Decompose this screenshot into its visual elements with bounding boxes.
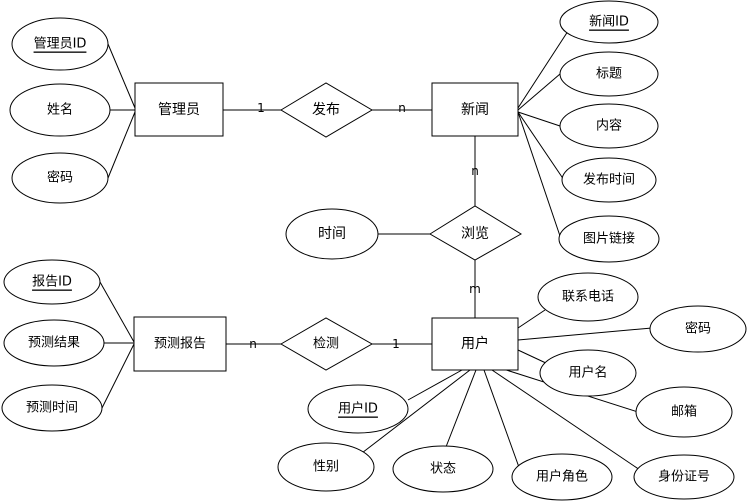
entity-user-label: 用户: [461, 335, 489, 352]
line-news-image-link: [517, 111, 561, 237]
relationship-browse-label: 浏览: [461, 226, 489, 242]
attribute-user-password[interactable]: 密码: [649, 305, 747, 353]
attribute-user-role-label: 用户角色: [536, 469, 588, 485]
cardinality-browse-news: n: [471, 164, 479, 178]
attribute-user-id[interactable]: 用户ID: [307, 384, 409, 434]
attribute-admin-id-label: 管理员ID: [34, 37, 87, 52]
attribute-user-password-label: 密码: [685, 321, 711, 337]
attribute-user-id-card[interactable]: 身份证号: [633, 454, 735, 500]
line-report-time: [101, 343, 135, 409]
attribute-user-phone[interactable]: 联系电话: [537, 272, 639, 322]
line-user-status: [443, 369, 477, 453]
attribute-news-image-link[interactable]: 图片链接: [558, 215, 660, 263]
relationship-publish[interactable]: 发布: [280, 82, 373, 138]
entity-report-label: 预测报告: [154, 337, 206, 352]
attribute-user-role[interactable]: 用户角色: [511, 453, 613, 501]
attribute-news-publish-time[interactable]: 发布时间: [561, 157, 657, 203]
attribute-news-content[interactable]: 内容: [559, 103, 659, 149]
cardinality-publish-news: n: [398, 101, 406, 115]
line-user-role: [483, 369, 521, 471]
attribute-news-content-label: 内容: [596, 118, 622, 134]
attribute-report-id-label: 报告ID: [32, 275, 72, 290]
relationship-detect[interactable]: 检测: [280, 317, 374, 371]
relationship-browse[interactable]: 浏览: [429, 205, 522, 261]
line-report-id: [99, 281, 135, 343]
attribute-admin-password[interactable]: 密码: [11, 152, 109, 204]
attribute-admin-name[interactable]: 姓名: [9, 83, 111, 137]
attribute-admin-name-label: 姓名: [47, 102, 73, 118]
line-user-gender: [357, 369, 471, 457]
cardinality-publish-admin: 1: [257, 101, 265, 115]
relationship-detect-label: 检测: [313, 337, 339, 352]
attribute-news-id-label: 新闻ID: [589, 14, 629, 30]
attribute-user-name-label: 用户名: [568, 365, 607, 381]
line-news-id: [517, 27, 571, 109]
attribute-report-id[interactable]: 报告ID: [3, 259, 101, 305]
line-news-title: [517, 73, 561, 111]
line-admin-password: [107, 111, 136, 179]
line-user-id-card: [491, 369, 641, 471]
attribute-user-email-label: 邮箱: [671, 404, 697, 420]
line-news-content: [517, 111, 561, 127]
attribute-user-gender-label: 性别: [313, 460, 339, 475]
attribute-admin-password-label: 密码: [47, 170, 73, 186]
attribute-user-gender[interactable]: 性别: [277, 442, 375, 492]
attribute-user-id-card-label: 身份证号: [658, 469, 710, 485]
attribute-browse-time[interactable]: 时间: [285, 208, 379, 260]
line-user-password: [517, 327, 653, 341]
attribute-report-result[interactable]: 预测结果: [3, 319, 105, 367]
attribute-report-time-label: 预测时间: [26, 401, 78, 416]
entity-news-label: 新闻: [461, 102, 489, 118]
line-user-id: [407, 369, 463, 401]
line-user-phone: [517, 309, 546, 329]
line-news-publish-time: [517, 111, 565, 181]
attribute-news-id[interactable]: 新闻ID: [559, 0, 659, 44]
cardinality-detect-user: 1: [392, 337, 400, 351]
attribute-user-id-label: 用户ID: [338, 401, 378, 417]
attribute-browse-time-label: 时间: [318, 226, 346, 242]
entity-admin-label: 管理员: [158, 102, 200, 118]
cardinality-browse-user: m: [469, 282, 481, 296]
attribute-news-title[interactable]: 标题: [559, 51, 659, 97]
entity-admin[interactable]: 管理员: [134, 82, 224, 137]
attribute-news-publish-time-label: 发布时间: [583, 172, 635, 188]
attribute-report-time[interactable]: 预测时间: [1, 384, 103, 432]
entity-report[interactable]: 预测报告: [133, 316, 227, 372]
relationship-publish-label: 发布: [312, 102, 340, 118]
line-admin-id: [107, 43, 136, 109]
attribute-user-status-label: 状态: [430, 462, 456, 477]
attribute-news-image-link-label: 图片链接: [583, 231, 635, 247]
connector-lines: [99, 27, 653, 471]
attribute-admin-id[interactable]: 管理员ID: [11, 17, 109, 71]
entity-news[interactable]: 新闻: [431, 82, 519, 137]
attribute-user-phone-label: 联系电话: [562, 290, 614, 305]
attribute-user-name[interactable]: 用户名: [539, 349, 637, 397]
attribute-news-title-label: 标题: [596, 67, 622, 82]
attribute-user-status[interactable]: 状态: [392, 445, 494, 493]
cardinality-detect-report: n: [249, 337, 257, 351]
line-user-name: [517, 349, 549, 365]
attribute-user-email[interactable]: 邮箱: [635, 386, 733, 438]
entity-user[interactable]: 用户: [431, 317, 519, 371]
attribute-report-result-label: 预测结果: [28, 336, 80, 351]
